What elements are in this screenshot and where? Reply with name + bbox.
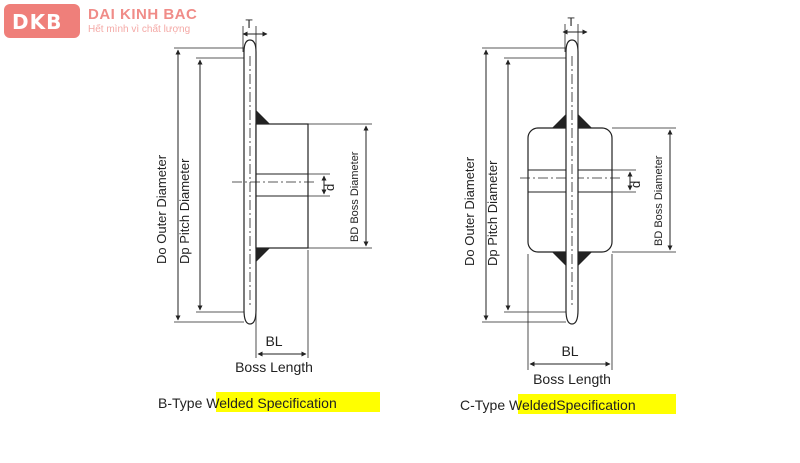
b-type-diagram: T Do Outer Diameter [154, 17, 380, 412]
c-boss-length-label: Boss Length [533, 371, 611, 387]
b-boss-diameter-dimension: BD Boss Diameter [308, 123, 372, 249]
b-boss-length-short-label: BL [265, 333, 282, 349]
c-type-diagram: T Do Oute [460, 15, 676, 414]
c-type-caption-highlight: WeldedSpecification [509, 397, 636, 413]
c-outer-diameter-dimension: Do Outer Diameter [462, 47, 566, 323]
c-type-caption: C-Type WeldedSpecification [460, 397, 636, 413]
c-pitch-diameter-dimension: Dp Pitch Diameter [485, 57, 566, 313]
c-boss-length-short-label: BL [561, 343, 578, 359]
b-caption-highlight [216, 392, 380, 412]
c-pitch-diameter-label: Dp Pitch Diameter [485, 160, 500, 266]
b-pitch-diameter-label: Dp Pitch Diameter [177, 158, 192, 264]
c-outer-diameter-label: Do Outer Diameter [462, 156, 477, 266]
b-type-caption-highlight: Welded Specification [206, 395, 336, 411]
c-caption-highlight [518, 394, 676, 414]
b-boss-hub [232, 110, 316, 262]
c-type-caption-plain: C-Type [460, 397, 509, 413]
c-boss-diameter-label: BD Boss Diameter [653, 155, 665, 246]
b-thickness-label: T [245, 17, 253, 31]
b-thickness-dimension: T [242, 17, 268, 52]
logo-mark: DKB [12, 10, 63, 34]
company-name: DAI KINH BAC [88, 6, 198, 23]
b-pitch-diameter-dimension: Dp Pitch Diameter [177, 57, 244, 313]
b-bore-dimension: d [308, 173, 337, 197]
c-boss-diameter-dimension: BD Boss Diameter [612, 127, 676, 253]
b-type-caption-plain: B-Type [158, 395, 206, 411]
c-boss-length-dimension: BL Boss Length [527, 254, 613, 387]
b-boss-length-dimension: BL Boss Length [235, 250, 313, 375]
b-outer-diameter-label: Do Outer Diameter [154, 154, 169, 264]
company-tagline: Hết mình vì chất lượng [88, 24, 191, 35]
c-thickness-label: T [567, 15, 575, 29]
b-boss-length-label: Boss Length [235, 359, 313, 375]
b-boss-diameter-label: BD Boss Diameter [349, 151, 361, 242]
c-bore-dimension: d [612, 169, 643, 193]
b-bore-label: d [322, 184, 337, 191]
c-sprocket-plate [565, 39, 579, 325]
company-logo: DKB [4, 4, 80, 38]
b-outer-diameter-dimension: Do Outer Diameter [154, 47, 244, 323]
b-type-caption: B-Type Welded Specification [158, 395, 337, 411]
c-bore-label: d [628, 181, 643, 188]
